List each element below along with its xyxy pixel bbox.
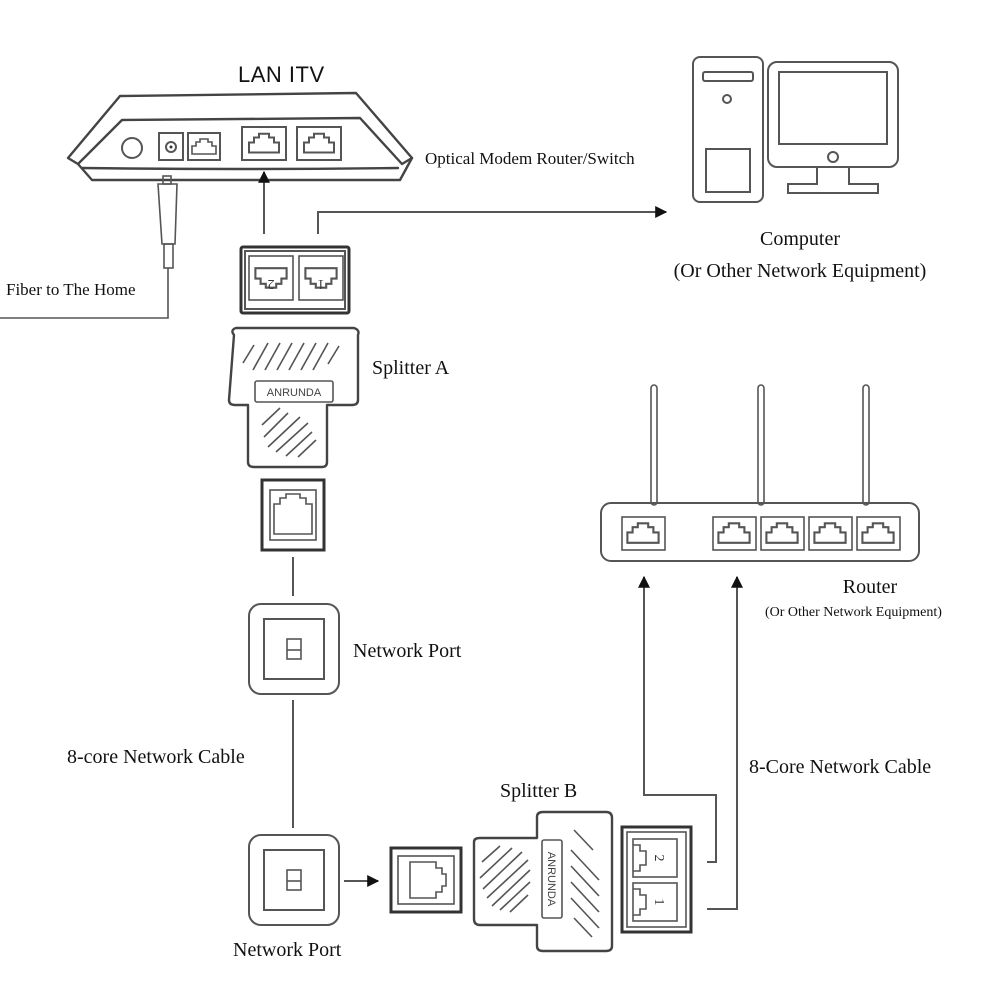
rj45-plug-top [260,478,326,552]
modem-power-button [121,137,143,159]
cable-left-caption: 8-core Network Cable [67,746,245,768]
fiber-caption: Fiber to The Home [6,280,136,299]
splitter-b-port-1-label: 1 [651,899,666,906]
fiber-cable [0,268,169,319]
network-port-top-caption: Network Port [353,640,462,662]
modem-fiber-port [187,132,221,161]
router-lan-port-1 [712,516,757,551]
router-lan-port-2 [760,516,805,551]
modem-front [80,166,400,171]
modem-port-label: LAN ITV [238,62,325,87]
computer-caption: Computer [760,228,840,250]
computer-subcaption: (Or Other Network Equipment) [673,260,927,282]
network-port-bottom-icon [248,834,340,926]
rj45-plug-bottom [389,846,463,914]
arrow-to-computer [317,206,668,234]
splitter-a-brand: ANRUNDA [267,387,322,399]
splitter-a-port-1-label: 1 [318,276,325,291]
network-port-top-icon [248,603,340,695]
optical-modem-router [66,91,414,182]
router-caption: Router [842,576,898,598]
splitter-a-port-2-label: 2 [268,276,275,291]
modem-body-outline [66,91,414,166]
splitter-a-caption: Splitter A [372,357,450,379]
router-lan-port-3 [808,516,853,551]
cable-port2-to-router-wan [638,575,717,863]
router-wan-port [621,516,666,551]
splitter-b-port-2-label: 2 [651,855,666,862]
modem-lan-port [241,126,287,161]
fiber-connector [0,175,178,319]
router-subcaption: (Or Other Network Equipment) [765,605,942,620]
splitter-b-caption: Splitter B [500,780,578,802]
modem-base [76,156,414,182]
cable-port1-to-router-lan [707,575,743,910]
modem-caption: Optical Modem Router/Switch [425,149,635,168]
computer-icon [692,56,899,203]
splitter-b: ANRUNDA 2 1 [472,810,693,953]
router-lan-port-4 [856,516,901,551]
splitter-a: 2 1 ANRUNDA [227,245,360,469]
modem-itv-port [296,126,342,161]
modem-dc-jack [158,132,184,161]
splitter-b-brand: ANRUNDA [545,852,557,907]
cable-right-caption: 8-Core Network Cable [749,756,932,778]
router-icon [600,384,920,562]
network-port-bottom-caption: Network Port [233,939,342,961]
